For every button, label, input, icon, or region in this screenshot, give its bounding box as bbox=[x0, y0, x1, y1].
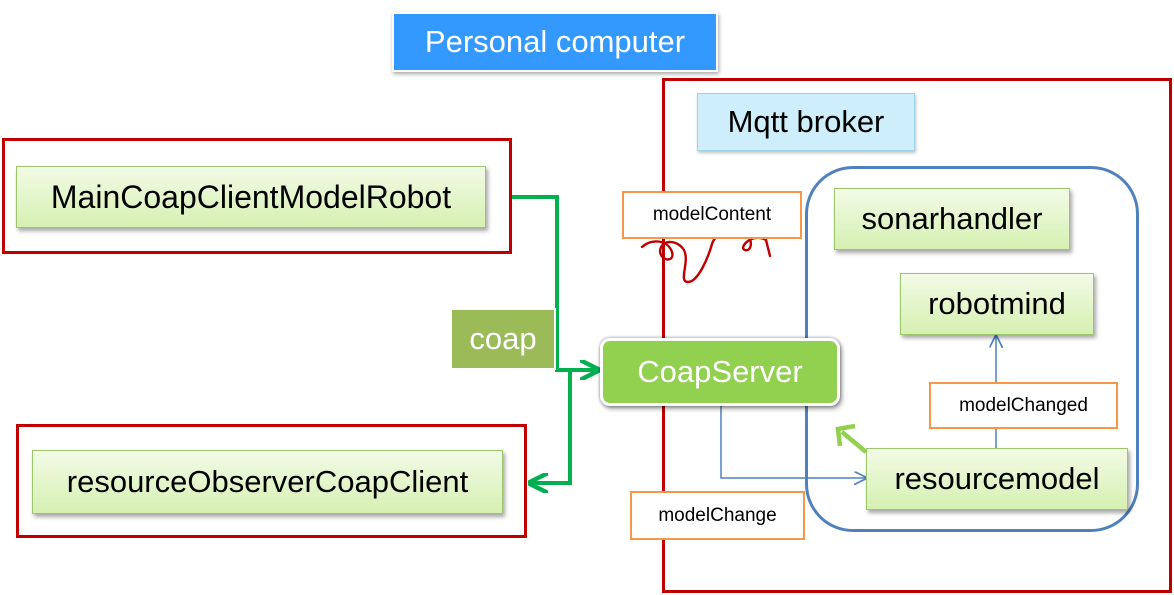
coap-link-client-to-server bbox=[512, 195, 598, 370]
mqtt-broker-title: Mqtt broker bbox=[697, 93, 915, 151]
observer-coap-client-node: resourceObserverCoapClient bbox=[32, 450, 503, 514]
coap-link-server-to-observer bbox=[530, 372, 572, 483]
personal-computer-frame bbox=[662, 78, 1172, 593]
model-change-link bbox=[720, 402, 866, 478]
personal-computer-title: Personal computer bbox=[392, 12, 718, 72]
coap-protocol-label: coap bbox=[450, 308, 556, 370]
robotmind-node: robotmind bbox=[900, 273, 1094, 335]
main-client-frame bbox=[2, 138, 512, 254]
coap-server-node: CoapServer bbox=[600, 338, 840, 406]
handwritten-scribble bbox=[640, 228, 772, 284]
model-change-label: modelChange bbox=[630, 491, 805, 540]
sonarhandler-node: sonarhandler bbox=[834, 188, 1070, 250]
resourcemodel-node: resourcemodel bbox=[866, 448, 1128, 510]
model-changed-label: modelChanged bbox=[929, 382, 1118, 429]
notify-arrowhead bbox=[835, 423, 856, 447]
model-content-label: modelContent bbox=[622, 191, 802, 239]
main-coap-client-node: MainCoapClientModelRobot bbox=[16, 166, 486, 228]
observer-client-frame bbox=[16, 424, 527, 538]
notify-arrow bbox=[840, 430, 868, 454]
